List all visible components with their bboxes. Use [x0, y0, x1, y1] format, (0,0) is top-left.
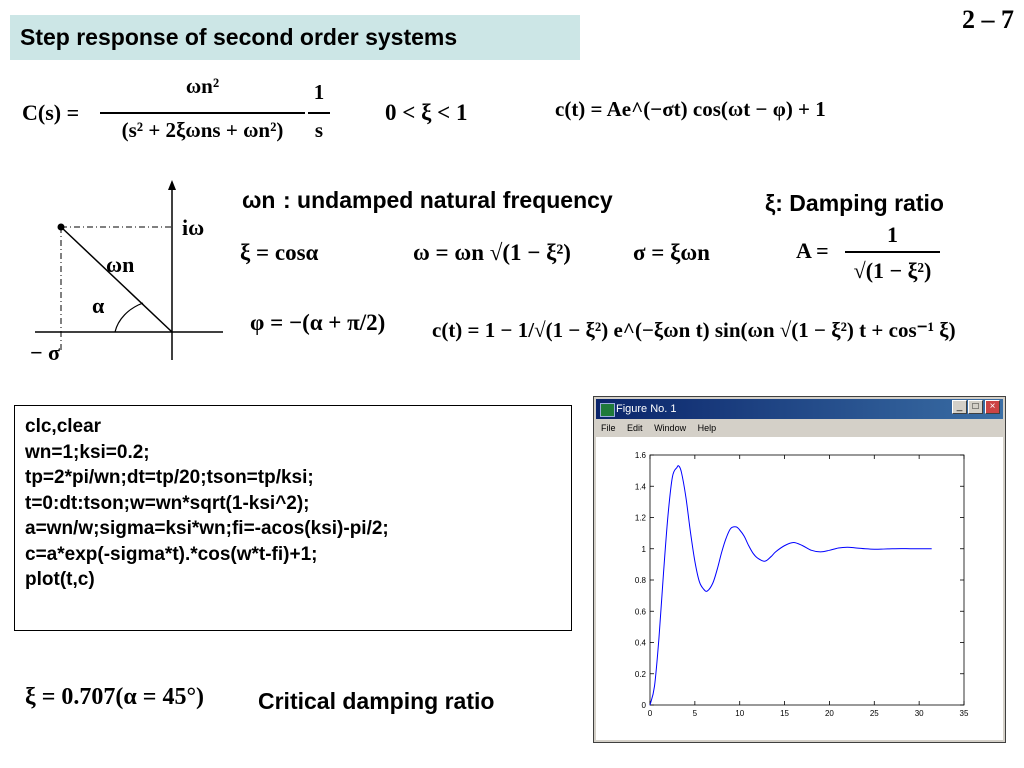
- transfer-lhs: C(s) =: [22, 100, 80, 125]
- A-lhs: A =: [796, 238, 829, 263]
- x-tick-label: 30: [915, 709, 924, 718]
- phi-equation: φ = −(α + π/2): [250, 310, 386, 335]
- x-tick-label: 20: [825, 709, 834, 718]
- axes-box: [649, 454, 965, 706]
- code-line: wn=1;ksi=0.2;: [25, 441, 150, 463]
- slide-title: Step response of second order systems: [10, 15, 580, 60]
- minimize-button[interactable]: _: [952, 400, 967, 414]
- y-tick-label: 1.2: [635, 514, 647, 523]
- x-tick-label: 5: [693, 709, 698, 718]
- wn-label: ωn: [242, 187, 276, 213]
- transfer-frac-denominator: s: [314, 118, 324, 142]
- code-line: tp=2*pi/wn;dt=tp/20;tson=tp/ksi;: [25, 467, 314, 488]
- plot-area: 0 5 10 15 20 25 30 35 0 0.2 0.4 0.6 0.8 1 1.2 1.4 1.6: [596, 437, 1003, 740]
- A-numerator: 1: [887, 222, 898, 247]
- menu-window[interactable]: Window: [654, 423, 687, 433]
- close-button[interactable]: ×: [985, 400, 1000, 414]
- fraction-bar: [100, 112, 305, 114]
- minus-sigma-label: − σ: [30, 340, 61, 365]
- step-response-chart: 0 5 10 15 20 25 30 35 0 0.2 0.4 0.6 0.8 1 1.2 1.4 1.6: [635, 451, 969, 718]
- ct-form-equation: c(t) = Ae^(−σt) cos(ωt − φ) + 1: [555, 97, 826, 121]
- transfer-denominator: (s² + 2ξωns + ωn²): [121, 118, 284, 142]
- menu-edit[interactable]: Edit: [627, 423, 643, 433]
- code-line: c=a*exp(-sigma*t).*cos(w*t-fi)+1;: [25, 543, 318, 565]
- transfer-numerator: ωn²: [185, 74, 220, 98]
- sigma-equation: σ = ξωn: [633, 240, 710, 265]
- omega-n-label: ωn: [106, 252, 135, 277]
- y-tick-label: 1.6: [635, 451, 647, 460]
- matlab-code-box: clc,clear wn=1;ksi=0.2; tp=2*pi/wn;dt=tp…: [14, 405, 572, 631]
- code-line: clc,clear: [25, 416, 102, 437]
- y-tick-label: 1: [642, 545, 647, 554]
- y-tick-label: 0.2: [635, 670, 647, 679]
- figure-title: Figure No. 1: [616, 403, 677, 415]
- xi-cos-equation: ξ = cosα: [240, 240, 319, 265]
- maximize-button[interactable]: □: [968, 400, 983, 414]
- code-line: plot(t,c): [25, 569, 95, 590]
- x-tick-label: 35: [960, 709, 969, 718]
- x-tick-label: 0: [648, 709, 653, 718]
- alpha-label: α: [92, 293, 105, 318]
- omega-equation: ω = ωn √(1 − ξ²): [413, 240, 571, 265]
- y-tick-label: 0.4: [635, 639, 647, 648]
- step-response-line: [649, 465, 932, 706]
- y-tick-label: 0.8: [635, 576, 647, 585]
- y-tick-label: 0.6: [635, 607, 647, 616]
- page-number: 2 – 7: [962, 5, 1014, 34]
- critical-damping-equation: ξ = 0.707(α = 45°): [25, 684, 205, 710]
- figure-window: Figure No. 1 _ □ × File Edit Window Help…: [593, 396, 1006, 743]
- i-omega-label: iω: [182, 215, 205, 240]
- menu-help[interactable]: Help: [697, 423, 717, 433]
- critical-damping-label: Critical damping ratio: [258, 688, 495, 714]
- wn-description: : undamped natural frequency: [283, 187, 613, 213]
- xi-range: 0 < ξ < 1: [385, 100, 468, 125]
- ct-full-equation: c(t) = 1 − 1/√(1 − ξ²) e^(−ξωn t) sin(ωn…: [432, 318, 956, 342]
- A-denominator: √(1 − ξ²): [853, 258, 932, 283]
- transfer-frac-numerator: 1: [313, 80, 325, 104]
- x-tick-label: 10: [735, 709, 744, 718]
- xi-description: ξ: Damping ratio: [765, 190, 944, 216]
- x-tick-label: 25: [870, 709, 879, 718]
- y-tick-label: 1.4: [635, 482, 647, 491]
- y-tick-label: 0: [642, 701, 647, 710]
- code-line: a=wn/w;sigma=ksi*wn;fi=-acos(ksi)-pi/2;: [25, 518, 389, 539]
- phasor-diagram: [35, 180, 223, 360]
- x-tick-label: 15: [780, 709, 789, 718]
- menu-file[interactable]: File: [601, 423, 616, 433]
- code-line: t=0:dt:tson;w=wn*sqrt(1-ksi^2);: [25, 492, 310, 514]
- fraction-bar: [845, 251, 940, 253]
- matlab-figure-icon: [600, 403, 615, 417]
- fraction-bar: [308, 112, 330, 114]
- figure-menubar: File Edit Window Help: [596, 420, 1003, 436]
- figure-titlebar[interactable]: Figure No. 1: [596, 399, 1003, 419]
